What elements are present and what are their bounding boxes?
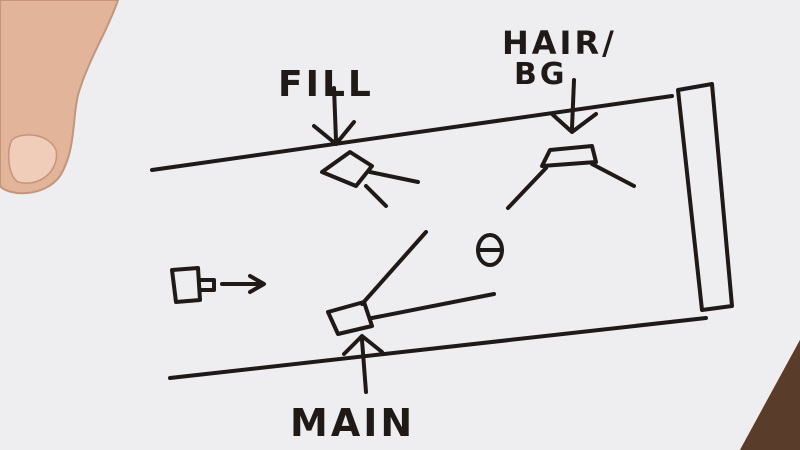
- main-light-beam-b: [370, 292, 496, 320]
- hair-arrow-head: [550, 112, 598, 134]
- main-light-shape: [326, 300, 374, 336]
- bottom-set-line: [168, 316, 708, 380]
- fill-arrow-head: [312, 120, 356, 146]
- top-set-line: [150, 94, 674, 172]
- main-arrow-shaft: [360, 338, 368, 394]
- desk-corner: [740, 340, 800, 450]
- main-label: MAIN: [290, 401, 415, 445]
- fill-arrow-shaft: [332, 86, 338, 142]
- fill-label: FILL: [278, 64, 374, 105]
- fill-light-stand-a: [368, 170, 420, 184]
- fill-light-stand-b: [364, 184, 388, 208]
- backdrop-rect: [676, 82, 734, 312]
- hair-light-stand-a: [506, 166, 548, 210]
- hair-light-shape: [540, 144, 598, 168]
- camera-body: [170, 266, 202, 304]
- camera-arrow-head: [248, 274, 266, 294]
- camera-lens: [198, 278, 216, 292]
- fill-light-shape: [320, 150, 374, 188]
- hair-label-line2: BG: [514, 57, 568, 92]
- main-light-beam-a: [360, 230, 428, 306]
- main-arrow-head: [342, 334, 384, 356]
- thumbnail: [7, 134, 58, 184]
- hair-light-stand-b: [590, 162, 636, 188]
- hair-arrow-shaft: [570, 78, 576, 130]
- hair-label-line1: HAIR/: [502, 24, 617, 62]
